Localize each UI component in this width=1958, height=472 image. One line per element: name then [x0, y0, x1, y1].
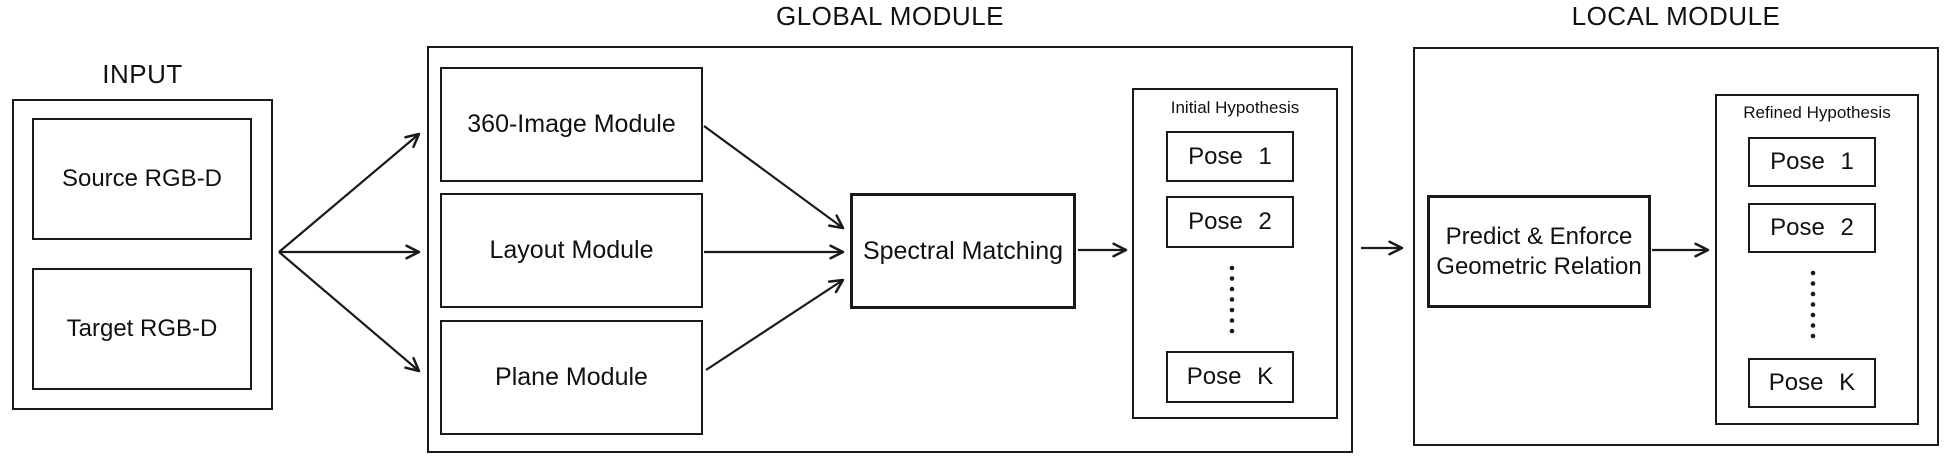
refined-pose-k-box: Pose K [1748, 358, 1876, 408]
layout-module-label: Layout Module [489, 236, 654, 264]
arrow-input-to-360-module [278, 132, 421, 253]
target-rgbd-box: Target RGB-D [32, 268, 252, 390]
initial-hypothesis-title: Initial Hypothesis [1170, 98, 1300, 117]
initial-pose-k-box: Pose K [1166, 351, 1294, 403]
refined-pose-k-label: Pose K [1768, 369, 1856, 396]
refined-pose-1-label: Pose 1 [1770, 148, 1854, 175]
predict-enforce-line1: Predict & Enforce [1445, 222, 1633, 250]
arrow-input-to-plane-module [278, 251, 421, 373]
initial-pose-2-label: Pose 2 [1188, 208, 1272, 235]
initial-pose-k-label: Pose K [1186, 363, 1274, 390]
spectral-matching-label: Spectral Matching [862, 236, 1064, 265]
source-rgbd-label: Source RGB-D [61, 165, 223, 192]
local-module-title: LOCAL MODULE [1571, 1, 1781, 31]
global-module-title: GLOBAL MODULE [775, 1, 1005, 31]
layout-module-box: Layout Module [440, 193, 703, 308]
refined-pose-1-box: Pose 1 [1748, 137, 1876, 187]
plane-module-box: Plane Module [440, 320, 703, 435]
spectral-matching-box: Spectral Matching [850, 193, 1076, 309]
initial-pose-1-box: Pose 1 [1166, 131, 1294, 182]
target-rgbd-label: Target RGB-D [66, 315, 218, 342]
refined-hypothesis-title: Refined Hypothesis [1743, 103, 1891, 122]
initial-pose-1-label: Pose 1 [1188, 142, 1272, 170]
predict-enforce-box: Predict & Enforce Geometric Relation [1427, 195, 1651, 308]
input-section-title: INPUT [102, 59, 183, 89]
initial-pose-2-box: Pose 2 [1166, 196, 1294, 248]
source-rgbd-box: Source RGB-D [32, 118, 252, 240]
predict-enforce-line2: Geometric Relation [1436, 252, 1642, 280]
refined-pose-2-box: Pose 2 [1748, 203, 1876, 253]
image360-module-box: 360-Image Module [440, 67, 703, 182]
refined-pose-2-label: Pose 2 [1770, 214, 1854, 241]
image360-module-label: 360-Image Module [467, 110, 676, 138]
plane-module-label: Plane Module [495, 363, 648, 391]
